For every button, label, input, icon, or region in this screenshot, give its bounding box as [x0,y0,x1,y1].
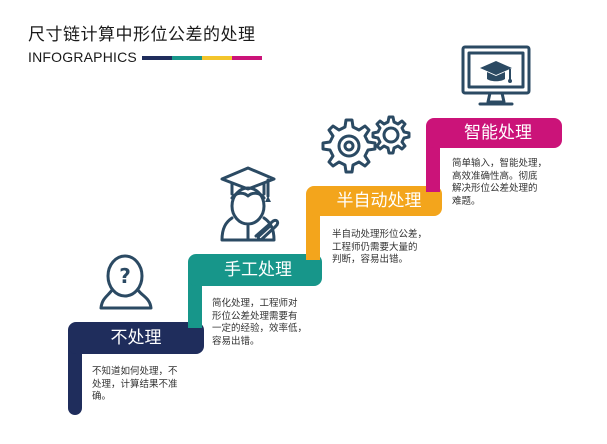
desc-line: 简化处理，工程师对 [212,298,298,309]
gears-icon [321,115,411,174]
monitor-graduation-icon [461,45,531,106]
desc-line: 一定的经验，效率低， [212,323,308,334]
graduate-person-icon [220,166,280,242]
step-3-label: 半自动处理 [336,191,422,211]
step-1-label: 不处理 [110,328,162,348]
desc-line: 解决形位公差处理的 [452,183,538,194]
svg-text:?: ? [119,264,131,288]
step-1-description: 不知道如何处理，不 处理，计算结果不准 确。 [92,366,178,404]
step-3-description: 半自动处理形位公差， 工程师仍需要大量的 判断，容易出错。 [332,229,427,267]
color-swatch-navy [142,56,172,60]
desc-line: 处理，计算结果不准 [92,378,178,390]
color-swatch-yellow [202,56,232,60]
desc-line: 工程师仍需要大量的 [332,241,418,253]
step-2-label: 手工处理 [224,260,292,280]
desc-line: 确。 [92,391,112,402]
page-subtitle: INFOGRAPHICS [28,49,137,65]
desc-line: 容易出错。 [212,335,260,347]
page-title: 尺寸链计算中形位公差的处理 [28,25,256,45]
desc-line: 判断，容易出错。 [332,254,409,265]
desc-line: 不知道如何处理，不 [92,366,178,377]
step-1-bar [68,322,204,354]
desc-line: 难题。 [452,195,481,207]
question-person-icon: ? [99,254,153,310]
desc-line: 形位公差处理需要有 [212,310,298,322]
desc-line: 半自动处理形位公差， [332,229,428,240]
desc-line: 高效准确性高。彻底 [452,170,538,182]
step-4-description: 简单输入，智能处理， 高效准确性高。彻底 解决形位公差处理的 难题。 [452,158,547,208]
step-3-bar [306,186,442,216]
step-4-label: 智能处理 [464,123,532,143]
step-2-bar [188,254,322,286]
color-swatch-magenta [232,56,262,60]
step-4-bar [426,118,562,148]
step-2-description: 简化处理，工程师对 形位公差处理需要有 一定的经验，效率低， 容易出错。 [212,298,307,348]
color-swatch-teal [172,56,202,60]
desc-line: 简单输入，智能处理， [452,158,548,169]
